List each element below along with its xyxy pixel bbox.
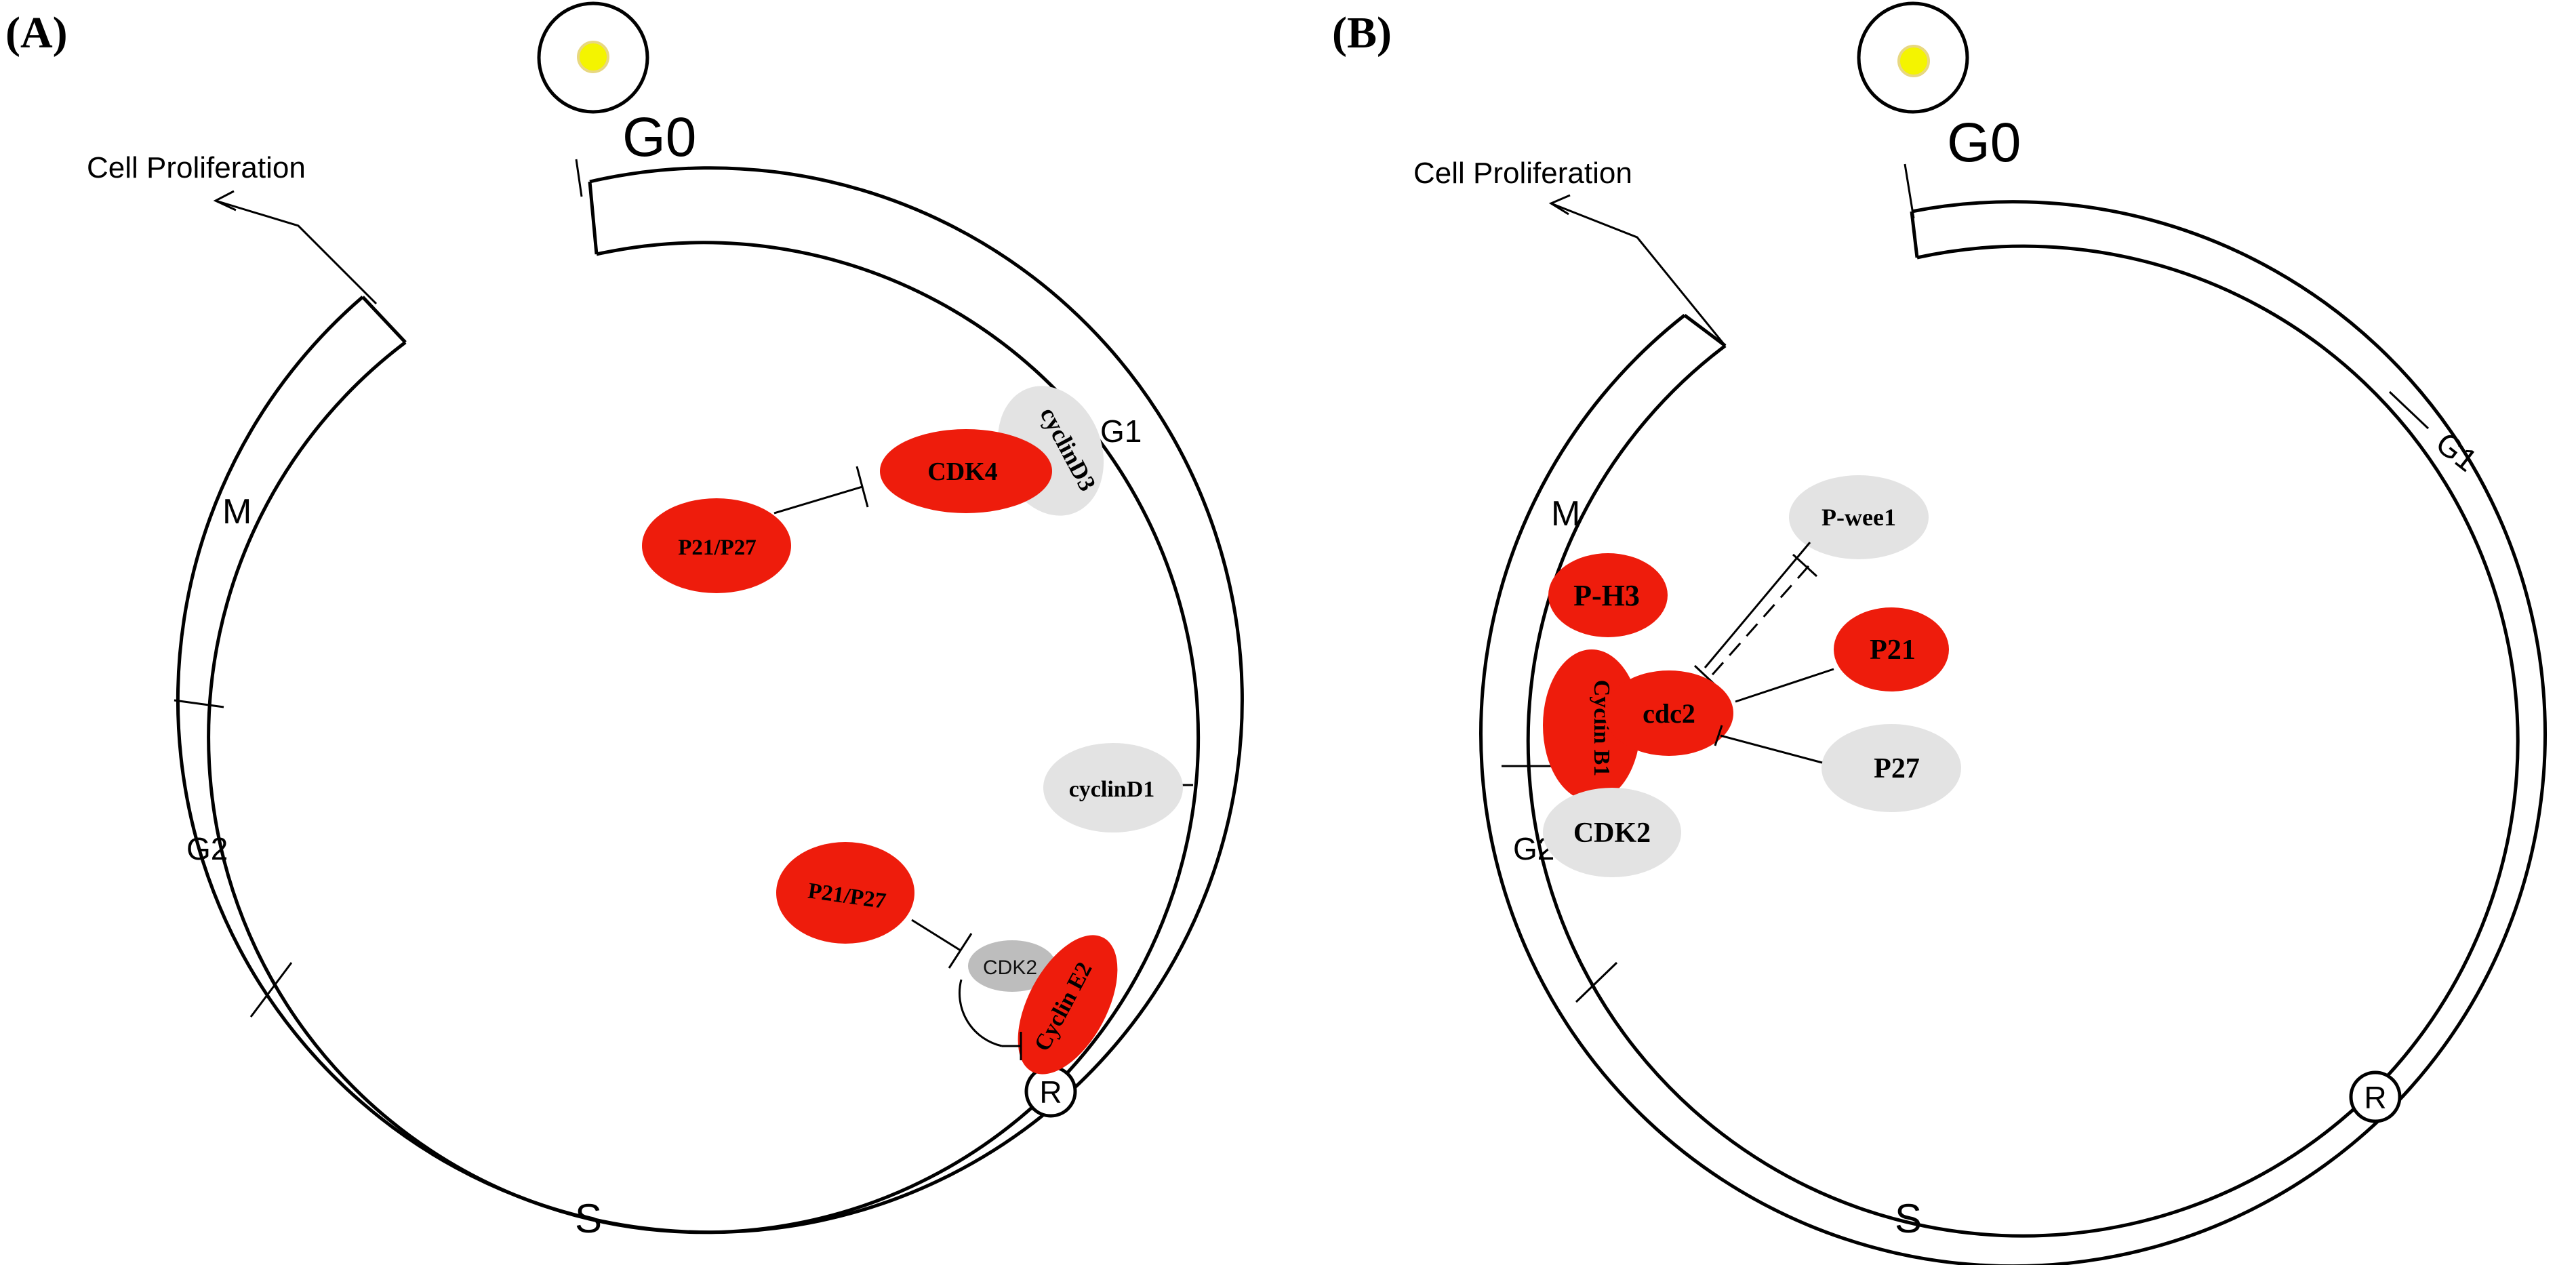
panel-a-cdk4 bbox=[880, 429, 1052, 513]
panel-b-g0-label: G0 bbox=[1947, 112, 2021, 174]
panel-b-ring-exit-cap bbox=[1683, 314, 1727, 347]
panel-a-cdk2-label: CDK2 bbox=[983, 957, 1037, 979]
panel-a-ring-exit-cap bbox=[361, 296, 407, 344]
panel-b-p-wee1-label: P-wee1 bbox=[1822, 504, 1896, 531]
panel-a-ring-inner bbox=[207, 241, 1201, 1234]
panel-b-letter: (B) bbox=[1332, 8, 1392, 58]
panel-b-g0-tick bbox=[1904, 163, 1915, 219]
panel-b-cdc2 bbox=[1605, 670, 1733, 756]
panel-a-phase-g2: G2 bbox=[186, 831, 228, 866]
panel-b-cdk2 bbox=[1543, 788, 1681, 877]
panel-a-cyclin-e2 bbox=[1018, 935, 1118, 1075]
panel-a-divider-m-g2 bbox=[174, 699, 224, 708]
panel-b-cdc2-label: cdc2 bbox=[1643, 698, 1695, 729]
panel-b-p27-label: P27 bbox=[1874, 753, 1920, 784]
panel-b-p27-cdc2-line bbox=[1720, 734, 1823, 764]
panel-a-ring-g0-cap bbox=[588, 181, 599, 255]
panel-a-p21p27-top bbox=[642, 498, 791, 593]
panel-a-ring-outer bbox=[176, 166, 1244, 1234]
panel-b-proliferation-arrowhead bbox=[1548, 194, 1571, 216]
panel-b-cell-proliferation-label: Cell Proliferation bbox=[1413, 157, 1632, 190]
panel-a: (A) G0 Cell Proliferation G1 M G2 S R cy… bbox=[5, 1, 1244, 1241]
panel-a-restriction-label: R bbox=[1039, 1075, 1062, 1110]
panel-a-inhibit-cdk4-bar bbox=[856, 466, 869, 508]
panel-b-ring-inner bbox=[1526, 244, 2520, 1238]
panel-a-g0-label: G0 bbox=[622, 106, 696, 168]
panel-a-phase-s: S bbox=[575, 1196, 602, 1241]
panel-b-cdk2-label: CDK2 bbox=[1573, 818, 1651, 849]
panel-b-p27 bbox=[1822, 724, 1961, 812]
panel-b-p-h3-label: P-H3 bbox=[1573, 579, 1640, 612]
panel-a-phase-g1: G1 bbox=[1100, 414, 1142, 449]
panel-a-cell-proliferation-label: Cell Proliferation bbox=[87, 151, 306, 184]
panel-b-divider-g1 bbox=[2388, 390, 2430, 430]
panel-a-cdk2 bbox=[968, 940, 1056, 992]
panel-b-p27-inhibit-bar bbox=[1714, 725, 1723, 746]
panel-a-proliferation-arrow bbox=[215, 199, 378, 305]
panel-a-cdk4-label: CDK4 bbox=[927, 458, 997, 486]
panel-b-p21-label: P21 bbox=[1870, 635, 1916, 666]
panel-b-g0-nucleus bbox=[1897, 45, 1930, 77]
panel-b-wee1-cdc2-solid bbox=[1704, 542, 1811, 668]
panel-a-inhibit-cdk2-bar bbox=[948, 933, 973, 969]
panel-b-p21 bbox=[1834, 607, 1949, 691]
panel-a-g0-nucleus bbox=[577, 41, 609, 73]
panel-b-divider-g2-s bbox=[1575, 961, 1618, 1003]
panel-a-inhibit-cdk2-line bbox=[911, 919, 961, 952]
panel-b-wee1-inhibit-bar bbox=[1792, 553, 1818, 578]
panel-b-phase-s: S bbox=[1895, 1196, 1922, 1241]
panel-a-p21p27-bottom bbox=[776, 842, 914, 944]
panel-b-ring-g0-cap bbox=[1910, 211, 1919, 258]
panel-a-cyclind1 bbox=[1043, 743, 1183, 832]
panel-a-divider-g2-s bbox=[249, 962, 293, 1018]
panel-b-restriction-label: R bbox=[2364, 1080, 2386, 1115]
panel-a-letter: (A) bbox=[5, 8, 68, 58]
panel-b-p-h3 bbox=[1548, 553, 1668, 637]
panel-b: (B) G0 Cell Proliferation G1 M G2 S R P-… bbox=[1332, 1, 2547, 1265]
panel-a-p21p27-top-label: P21/P27 bbox=[678, 536, 756, 560]
panel-a-cyclind1-label: cyclinD1 bbox=[1069, 777, 1155, 802]
panel-a-inhibit-cdk4-line bbox=[773, 485, 863, 515]
panel-b-wee1-cdc2-dashed bbox=[1707, 565, 1810, 680]
panel-b-phase-m: M bbox=[1551, 494, 1580, 534]
panel-b-proliferation-arrow bbox=[1550, 202, 1727, 346]
panel-b-ring-outer bbox=[1479, 200, 2547, 1265]
panel-b-p-wee1 bbox=[1789, 475, 1929, 559]
panel-a-proliferation-arrowhead bbox=[213, 190, 237, 212]
panel-a-g0-tick bbox=[575, 159, 583, 197]
panel-b-restriction-point bbox=[2349, 1070, 2402, 1123]
panel-a-phase-m: M bbox=[222, 492, 251, 531]
panel-b-p21-cdc2-line bbox=[1735, 668, 1834, 703]
panel-a-feedback-arc bbox=[958, 979, 1003, 1047]
panel-b-cyclin-b1 bbox=[1543, 649, 1641, 801]
